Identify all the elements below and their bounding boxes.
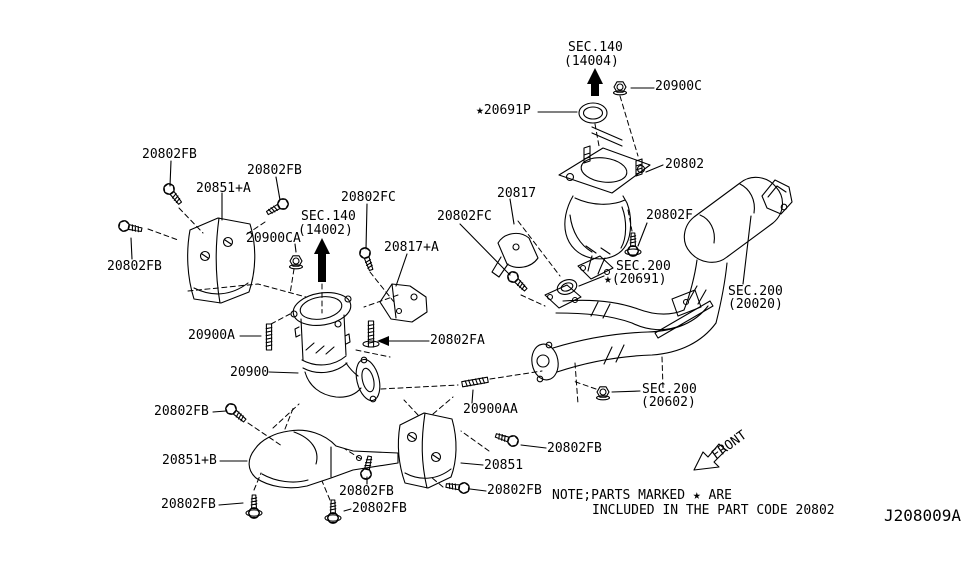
- converter-20802-drawing: [558, 126, 651, 280]
- sec-ref-20020-line2: (20020): [728, 297, 783, 312]
- stud-flange-icon: [367, 320, 375, 348]
- part-label-20900: 20900: [230, 365, 270, 380]
- sec-ref-14004-line1: SEC.140: [568, 40, 623, 55]
- front-tube-sec200-drawing: [531, 176, 793, 383]
- bolt-20802fb-1-icon: [160, 180, 185, 208]
- sec-ref-14002-line1: SEC.140: [301, 209, 356, 224]
- part-label-20802fb-7: 20802FB: [352, 501, 407, 516]
- bracket-20817-drawing: [491, 232, 539, 278]
- sec-ref-14002-line2: (14002): [298, 223, 353, 238]
- part-label-20851b: 20851+B: [162, 453, 217, 468]
- part-label-20802fb-4: 20802FB: [154, 404, 209, 419]
- sec-ref-14004-line2: (14004): [564, 54, 619, 69]
- bolt-20802fb-2-icon: [264, 196, 291, 219]
- gasket-20691-drawing: [556, 279, 578, 295]
- part-label-20802fc-2: 20802FC: [437, 209, 492, 224]
- stud-20900a-icon: [265, 323, 273, 351]
- bolt-20802fb-3-icon: [117, 219, 144, 236]
- nut-20900ca-icon: [288, 255, 304, 270]
- part-label-20802fb-2: 20802FB: [247, 163, 302, 178]
- part-label-20802fb-1: 20802FB: [142, 147, 197, 162]
- part-label-20817: 20817: [497, 186, 537, 201]
- converter-20900-drawing: [290, 292, 381, 403]
- sec140-14004-arrow: [587, 68, 603, 96]
- part-label-20900aa: 20900AA: [463, 402, 518, 417]
- heat-shield-20851b-drawing: [248, 429, 399, 489]
- heat-shield-20851-drawing: [397, 412, 457, 489]
- nut-20900c-icon: [612, 81, 628, 96]
- part-label-20851: 20851: [484, 458, 524, 473]
- stud-20900aa-icon: [461, 376, 489, 388]
- leader-lines: [130, 87, 752, 512]
- leader-arrowhead-20802fa: [377, 336, 389, 346]
- bolt-20802fb-7-icon: [327, 499, 339, 524]
- sec-ref-20602-line2: (20602): [641, 395, 696, 410]
- part-label-20802fb-6: 20802FB: [339, 484, 394, 499]
- part-label-20691p: ★20691P: [476, 103, 531, 118]
- part-label-20802: 20802: [665, 157, 705, 172]
- diagram-code: J208009A: [884, 506, 962, 525]
- part-label-20802fc-1: 20802FC: [341, 190, 396, 205]
- sec-ref-20020-line1: SEC.200: [728, 284, 783, 299]
- front-direction-arrow-icon: [693, 443, 727, 471]
- bracket-20817a-drawing: [379, 283, 428, 323]
- bolt-20802fb-4-icon: [222, 400, 249, 426]
- sec-ref-20691-line2: ★(20691): [604, 272, 667, 287]
- nut-20602-icon: [595, 386, 611, 401]
- part-label-20802f: 20802F: [646, 208, 693, 223]
- fasteners: [117, 81, 642, 524]
- bolt-20802fb-9-icon: [444, 479, 471, 495]
- bolt-20802fc-1-icon: [357, 245, 377, 273]
- dashed-lines: [147, 95, 664, 501]
- bolt-20802fb-5-icon: [248, 494, 260, 519]
- part-label-20900a: 20900A: [188, 328, 235, 343]
- part-label-20851a: 20851+A: [196, 181, 251, 196]
- part-label-20817a: 20817+A: [384, 240, 439, 255]
- part-label-20802fa: 20802FA: [430, 333, 485, 348]
- bolt-20802fc-2-icon: [504, 268, 531, 295]
- bolt-20802fb-8-icon: [493, 429, 521, 449]
- sec140-14002-arrow: [314, 238, 330, 282]
- part-label-20900c: 20900C: [655, 79, 702, 94]
- note-line1: NOTE;PARTS MARKED ★ ARE: [552, 488, 733, 503]
- oring-20691p-drawing: [578, 102, 608, 124]
- part-label-20802fb-5: 20802FB: [161, 497, 216, 512]
- part-label-20802fb-9: 20802FB: [487, 483, 542, 498]
- part-label-20900ca: 20900CA: [246, 231, 301, 246]
- note-line2: INCLUDED IN THE PART CODE 20802: [592, 503, 835, 518]
- part-label-20802fb-3: 20802FB: [107, 259, 162, 274]
- part-label-20802fb-8: 20802FB: [547, 441, 602, 456]
- sec-ref-20691-line1: SEC.200: [616, 259, 671, 274]
- sec-ref-20602-line1: SEC.200: [642, 382, 697, 397]
